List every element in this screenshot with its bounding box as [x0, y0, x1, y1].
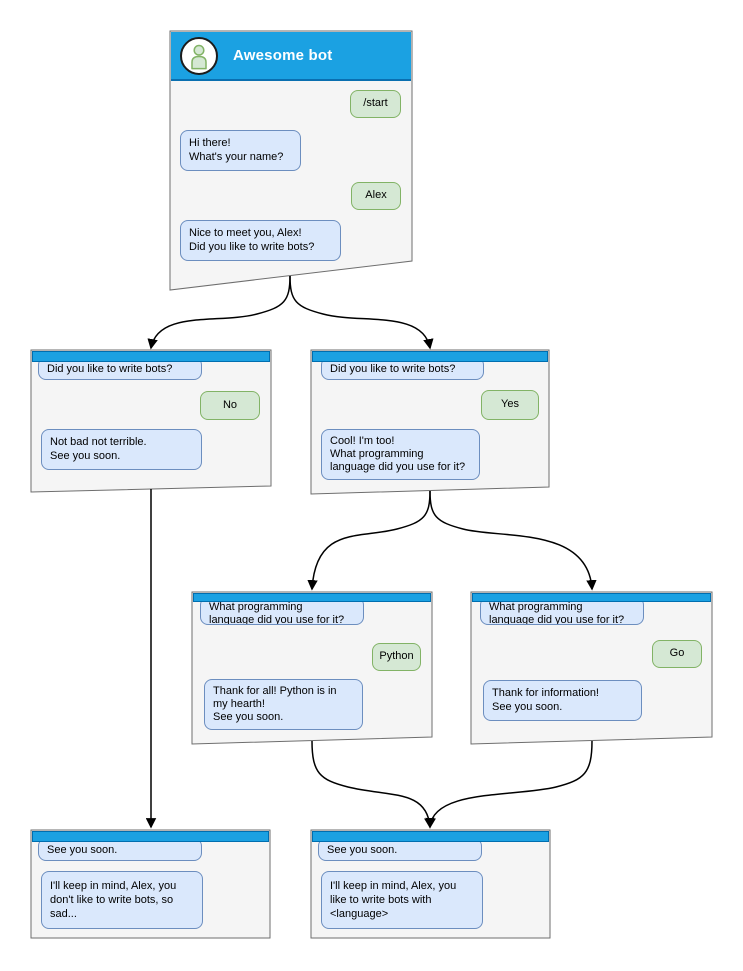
titlebar-yes-branch	[312, 351, 548, 362]
bot-message-bubble: Not bad not terrible. See you soon.	[41, 429, 202, 470]
bot-avatar	[180, 36, 218, 75]
connector-start-to-yes	[289, 275, 434, 350]
user-message-bubble: /start	[350, 90, 401, 118]
titlebar-python-branch	[193, 593, 431, 602]
user-message-bubble: Go	[652, 640, 702, 668]
bot-message-bubble: I'll keep in mind, Alex, you don't like …	[41, 871, 203, 929]
bot-message-bubble: Did you like to write bots?	[38, 357, 202, 380]
titlebar-end-no	[32, 831, 269, 842]
bot-message-bubble: Thank for all! Python is in my hearth! S…	[204, 679, 363, 730]
titlebar-go-branch	[472, 593, 711, 602]
titlebar-start: Awesome bot	[171, 32, 411, 81]
connector-start-to-no	[147, 275, 291, 350]
person-icon	[191, 44, 207, 69]
bot-message-bubble: Did you like to write bots?	[321, 357, 484, 380]
bot-message-bubble: Hi there! What's your name?	[180, 130, 301, 171]
bot-message-bubble: Thank for information! See you soon.	[483, 680, 642, 721]
bot-message-bubble: I'll keep in mind, Alex, you like to wri…	[321, 871, 483, 929]
titlebar-end-yes	[312, 831, 549, 842]
user-message-bubble: No	[200, 391, 260, 420]
connector-go-to-end	[425, 740, 593, 829]
bot-message-bubble: Cool! I'm too! What programming language…	[321, 429, 480, 480]
bot-message-bubble: Nice to meet you, Alex! Did you like to …	[180, 220, 341, 261]
connector-yes-to-python	[307, 490, 431, 591]
titlebar-no-branch	[32, 351, 270, 362]
user-message-bubble: Alex	[351, 182, 401, 210]
user-message-bubble: Yes	[481, 390, 539, 420]
connector-python-to-end	[311, 740, 435, 829]
window-title: Awesome bot	[233, 47, 333, 64]
connector-yes-to-go	[429, 490, 597, 591]
user-message-bubble: Python	[372, 643, 421, 671]
